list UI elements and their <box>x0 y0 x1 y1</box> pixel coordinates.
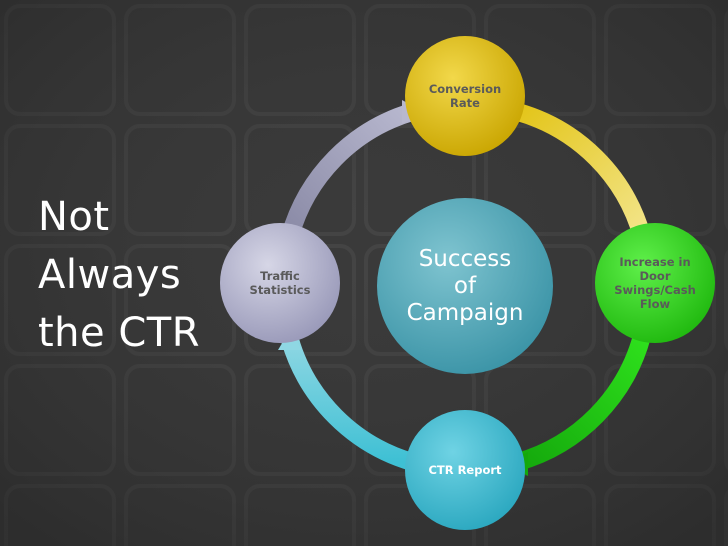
slide-title-line-3: the CTR <box>38 310 201 356</box>
center-label: Success of Campaign <box>406 245 524 326</box>
node-circle-top <box>405 36 525 156</box>
node-label-top: Conversion Rate <box>428 82 502 110</box>
node-circle-right <box>595 223 715 343</box>
node-label-left: Traffic Statistics <box>249 269 311 297</box>
slide-title: Not Always the CTR <box>38 188 228 362</box>
node-label-bottom: CTR Report <box>428 463 502 477</box>
ring-arc-top-right <box>515 103 651 239</box>
ring-arc-right-bottom <box>515 333 651 471</box>
node-label-right: Increase in Door Swings/Cash Flow <box>614 255 696 311</box>
node-circle-bottom <box>405 410 525 530</box>
node-circle-left <box>220 223 340 343</box>
ring-arc-left-top <box>281 103 415 239</box>
slide-title-line-1: Not <box>38 194 110 240</box>
center-circle <box>377 198 553 374</box>
ring-arc-bottom-left <box>281 337 415 471</box>
slide-title-line-2: Always <box>38 252 182 298</box>
